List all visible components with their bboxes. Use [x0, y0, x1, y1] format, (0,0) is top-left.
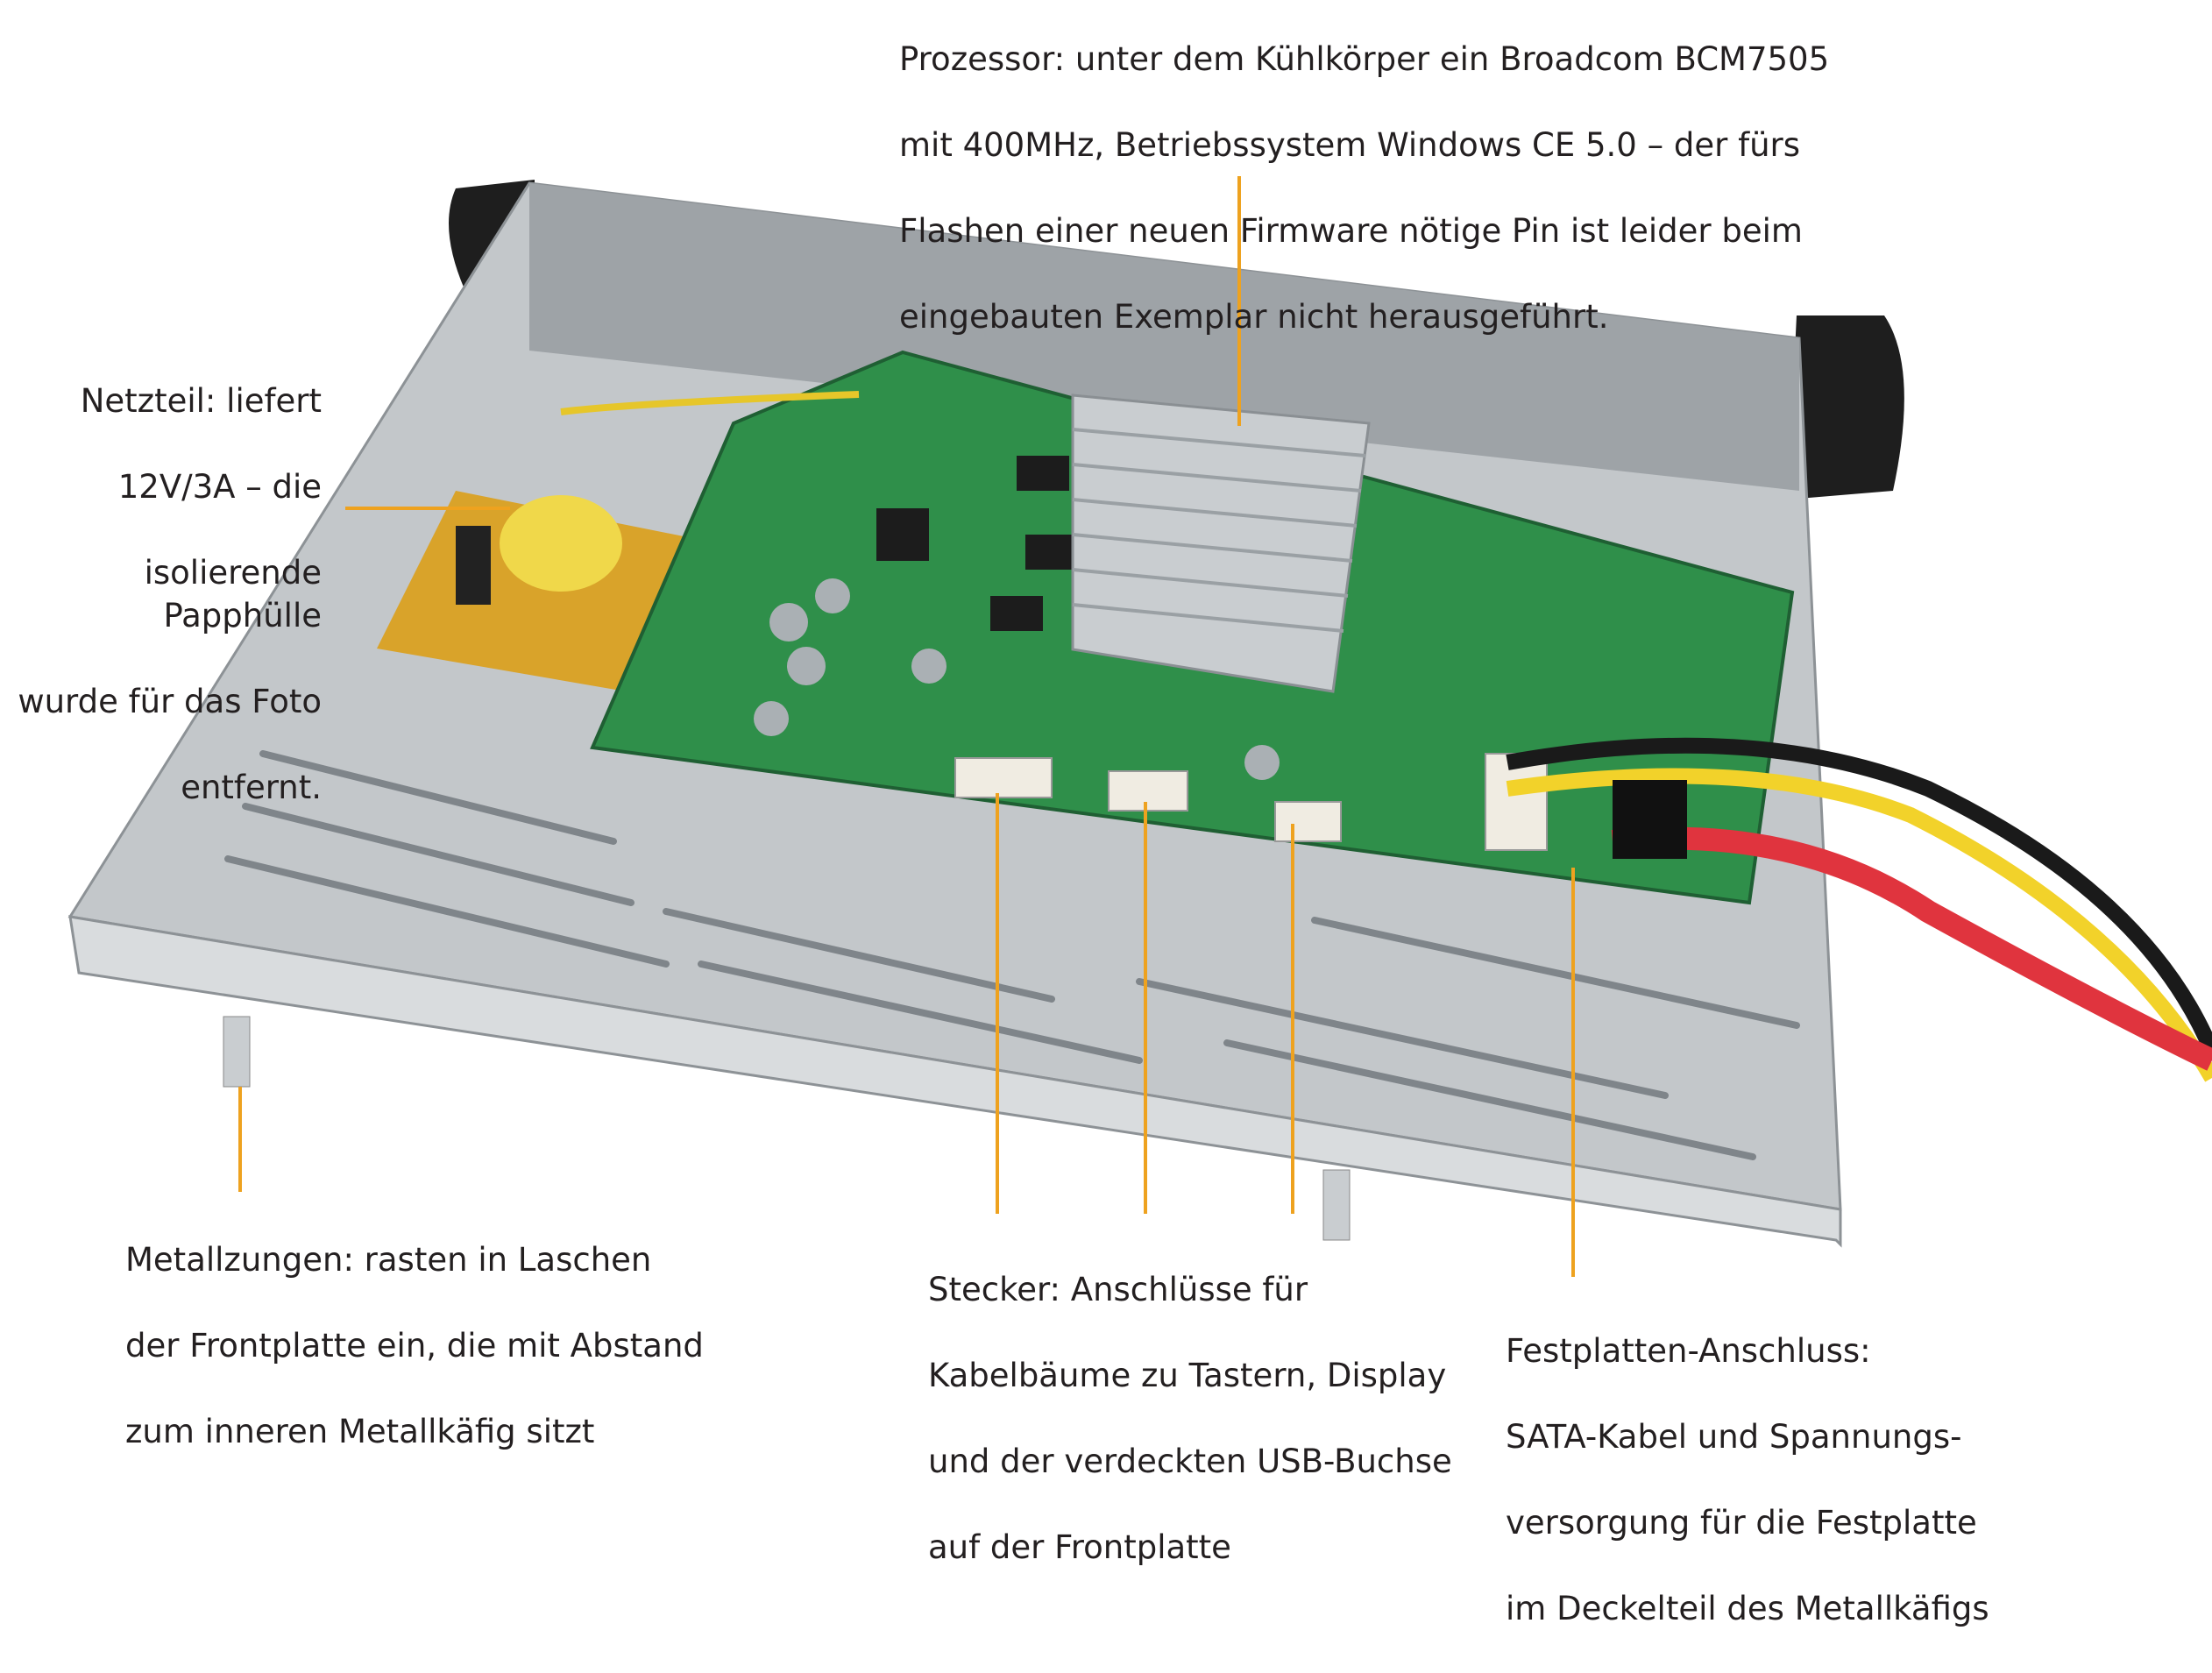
right-end-cap	[1788, 315, 1904, 500]
hdd-connector-caption: Festplatten-Anschluss: SATA-Kabel und Sp…	[1506, 1332, 1989, 1627]
capacitor	[456, 526, 491, 605]
red-sata-cable	[1611, 826, 2212, 1071]
processor-caption: Prozessor: unter dem Kühlkörper ein Broa…	[899, 40, 1830, 336]
psu-wires	[560, 391, 860, 415]
transformer	[500, 495, 622, 592]
connectors-leader-2	[1144, 802, 1147, 1214]
black-cable	[1506, 737, 2212, 1055]
chassis-back-wall	[529, 183, 1799, 491]
hdd-connector-leader	[1571, 868, 1575, 1277]
heatsink-fins	[1072, 428, 1366, 633]
device-photo	[67, 180, 2212, 1248]
connectors-caption: Stecker: Anschlüsse für Kabelbäume zu Ta…	[928, 1271, 1452, 1566]
metal-tabs-caption: Metallzungen: rasten in Laschen der Fron…	[125, 1241, 704, 1450]
metal-tab	[1322, 1169, 1351, 1241]
heatsink	[1071, 393, 1371, 693]
sata-plug	[1613, 780, 1687, 859]
processor-leader	[1237, 176, 1241, 426]
chassis-front-wall	[68, 915, 1842, 1248]
power-supply-leader	[345, 507, 510, 510]
board-connectors	[954, 753, 1548, 851]
capacitors	[754, 578, 1280, 780]
metal-tab	[223, 1016, 251, 1088]
connectors-leader-3	[1291, 824, 1294, 1214]
vent-slots	[224, 750, 1800, 1160]
connectors-leader-1	[996, 793, 999, 1214]
chips	[876, 456, 1078, 631]
power-supply-caption: Netzteil: liefert 12V/3A – die isolieren…	[18, 382, 322, 806]
yellow-cable	[1506, 768, 2212, 1082]
metal-tabs-leader	[238, 1087, 242, 1192]
